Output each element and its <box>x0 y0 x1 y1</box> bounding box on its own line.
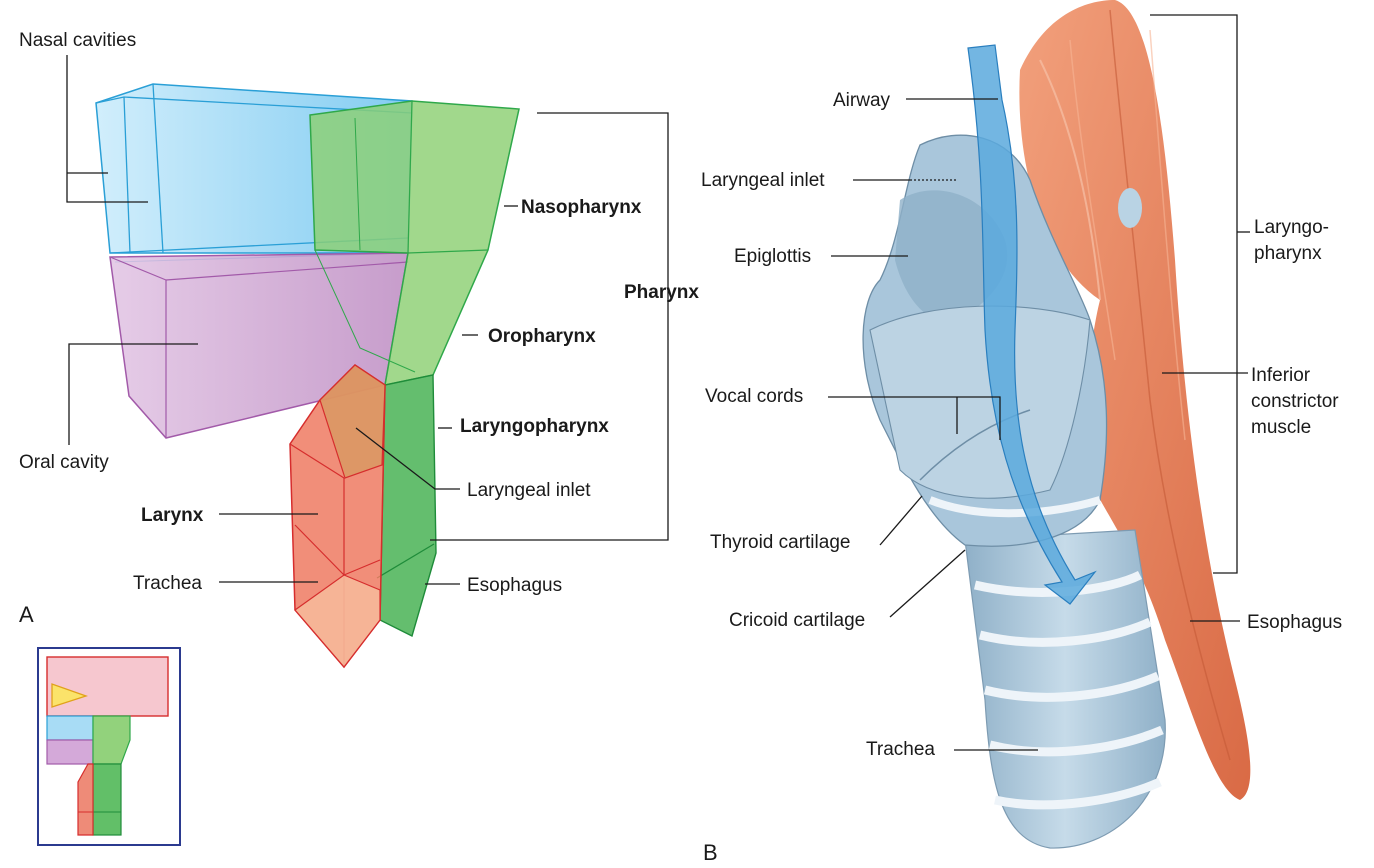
label-airway: Airway <box>833 90 891 111</box>
panel-a-leaders <box>66 55 669 585</box>
label-pharynx: Pharynx <box>624 282 699 303</box>
label-larynx: Larynx <box>141 505 204 526</box>
label-laryngopharynx-b-line1: Laryngo- <box>1254 217 1329 238</box>
label-trachea-a: Trachea <box>133 573 202 594</box>
label-cricoid-cartilage: Cricoid cartilage <box>729 610 865 631</box>
panel-b-illustration: Airway Laryngeal inlet Epiglottis Vocal … <box>701 0 1342 865</box>
label-inferior-constrictor-line2: constrictor <box>1251 391 1339 412</box>
label-vocal-cords: Vocal cords <box>705 386 803 407</box>
label-inferior-constrictor-line3: muscle <box>1251 417 1311 438</box>
label-inferior-constrictor-line1: Inferior <box>1251 365 1311 386</box>
airway-path <box>967 44 1097 605</box>
label-oropharynx: Oropharynx <box>488 326 596 347</box>
orientation-inset <box>37 647 181 846</box>
panel-a-diagram: Nasal cavities Nasopharynx Pharynx Oroph… <box>19 30 699 846</box>
label-laryngeal-inlet-b: Laryngeal inlet <box>701 170 825 191</box>
label-nasal-cavities: Nasal cavities <box>19 30 136 51</box>
label-laryngeal-inlet-a: Laryngeal inlet <box>467 480 591 501</box>
panel-letter-a: A <box>19 602 34 627</box>
label-oral-cavity: Oral cavity <box>19 452 109 473</box>
panel-b-leaders <box>828 14 1250 751</box>
label-esophagus-a: Esophagus <box>467 575 562 596</box>
trachea-rings <box>964 529 1166 849</box>
label-esophagus-b: Esophagus <box>1247 612 1342 633</box>
label-laryngopharynx-b-line2: pharynx <box>1254 243 1322 264</box>
larynx-cartilage <box>862 134 1108 547</box>
label-laryngopharynx: Laryngopharynx <box>460 416 609 437</box>
constrictor-muscle <box>1019 0 1251 800</box>
label-epiglottis: Epiglottis <box>734 246 811 267</box>
label-thyroid-cartilage: Thyroid cartilage <box>710 532 850 553</box>
label-nasopharynx: Nasopharynx <box>521 197 642 218</box>
panel-letter-b: B <box>703 840 718 865</box>
pharynx-tube <box>309 100 520 638</box>
larynx-box <box>289 364 386 669</box>
label-trachea-b: Trachea <box>866 739 935 760</box>
